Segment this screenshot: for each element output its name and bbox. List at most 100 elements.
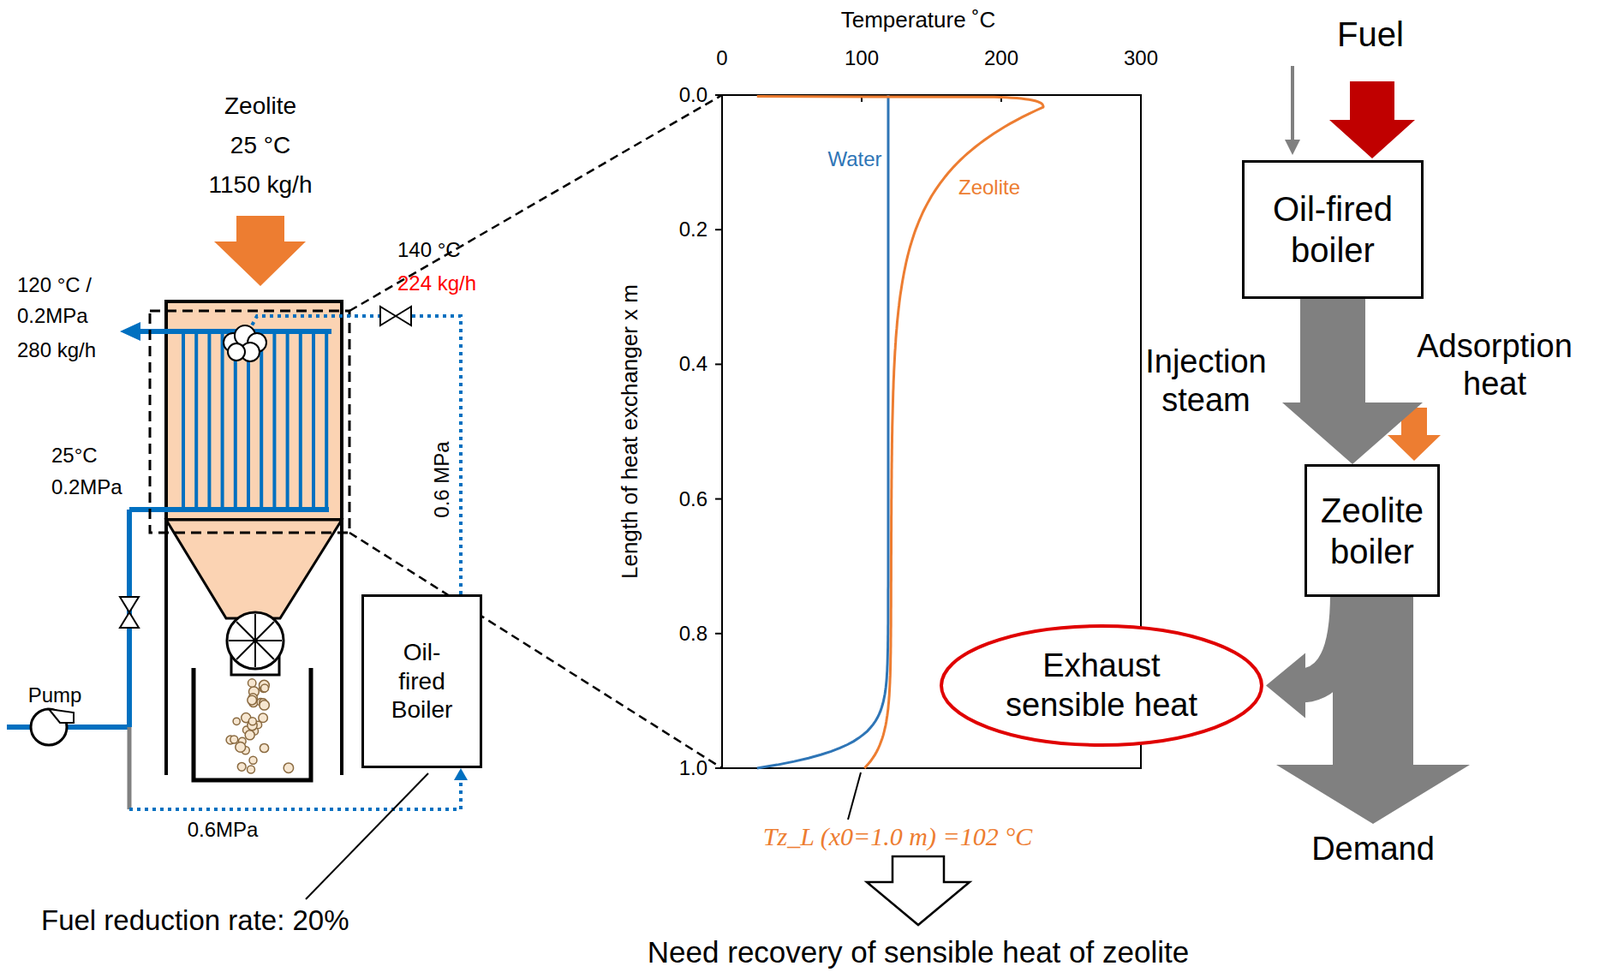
note: Fuel reduction rate: 20% bbox=[41, 904, 350, 938]
pellet bbox=[249, 756, 257, 765]
process-box: Oil-fired boiler bbox=[1241, 160, 1424, 299]
pellet bbox=[244, 730, 255, 741]
tube bbox=[286, 331, 290, 510]
water-pipe bbox=[66, 724, 130, 730]
pellet bbox=[247, 679, 256, 687]
pellet bbox=[247, 695, 257, 705]
zeolite-pellets bbox=[226, 679, 294, 774]
annotation: Tz_L (x0=1.0 m) =102 °C bbox=[763, 822, 1033, 853]
stream-label: 0.2MPa bbox=[17, 304, 89, 329]
rotary-valve bbox=[226, 612, 284, 669]
pellet bbox=[283, 763, 293, 773]
vane bbox=[236, 640, 256, 660]
vane bbox=[254, 640, 257, 668]
node-text: Zeolite boiler bbox=[1314, 489, 1430, 573]
tick bbox=[715, 498, 723, 501]
stream-label: 25°C bbox=[51, 443, 98, 468]
vane bbox=[236, 621, 256, 641]
pellet bbox=[259, 743, 269, 753]
pellet bbox=[261, 684, 269, 693]
stream-label: 0.2MPa bbox=[51, 475, 123, 500]
curve-label: Zeolite bbox=[958, 175, 1021, 200]
rotary-valve-vanes bbox=[228, 614, 282, 668]
pressure-label: 0.6 MPa bbox=[429, 441, 454, 518]
tube bbox=[207, 331, 211, 510]
pellet bbox=[237, 762, 246, 771]
steam-line bbox=[410, 316, 461, 595]
steam-line bbox=[250, 316, 382, 329]
flow-label: Demand bbox=[1311, 830, 1435, 869]
axis-tick-label: 0.4 bbox=[679, 352, 708, 377]
curve-label: Water bbox=[827, 147, 882, 172]
axis-title: Length of heat exchanger x m bbox=[617, 284, 644, 580]
tick bbox=[721, 95, 723, 102]
flow-label: Fuel bbox=[1337, 14, 1404, 54]
water-curve bbox=[757, 95, 889, 769]
vessel-body bbox=[166, 301, 342, 520]
boiler-box: Oil-fired Boiler bbox=[361, 594, 483, 769]
tick bbox=[715, 228, 723, 231]
flow-arrowhead bbox=[1265, 653, 1306, 719]
pellet bbox=[247, 765, 256, 774]
flow-label: Adsorption heat bbox=[1393, 328, 1596, 403]
flow-arrow-body bbox=[1282, 298, 1423, 465]
water-pipe bbox=[6, 724, 31, 730]
conclusion-note: Need recovery of sensible heat of zeolit… bbox=[647, 935, 1189, 970]
zoom-line bbox=[349, 95, 723, 311]
axis-tick-label: 200 bbox=[984, 46, 1019, 71]
text-wrap: Oil-fired Boiler bbox=[382, 638, 462, 725]
minor-fuel-arrow bbox=[1290, 65, 1295, 142]
tube bbox=[259, 331, 263, 510]
flow-arrow-body bbox=[1300, 593, 1348, 687]
axis-tick-label: 300 bbox=[1123, 46, 1159, 71]
leader-line bbox=[305, 773, 429, 900]
support-leg bbox=[164, 519, 168, 776]
vane bbox=[255, 621, 275, 641]
flow-arrow bbox=[1265, 593, 1348, 719]
tube bbox=[181, 331, 186, 510]
tube bbox=[272, 331, 276, 510]
ellipse-outline bbox=[938, 623, 1265, 748]
axis-tick-label: 0.0 bbox=[679, 83, 708, 108]
bypass-pipe bbox=[127, 727, 132, 810]
stream-label: 120 °C / bbox=[17, 273, 92, 298]
stream-label: 1150 kg/h bbox=[208, 171, 313, 199]
pump-outlet bbox=[48, 709, 74, 723]
edge-label: Injection steam bbox=[1120, 342, 1292, 421]
hollow-down-arrow bbox=[866, 856, 970, 926]
axis-tick-label: 0.6 bbox=[679, 487, 708, 512]
tube bbox=[324, 331, 329, 510]
collection-bucket bbox=[193, 668, 311, 781]
pressure-label: 0.6MPa bbox=[187, 817, 259, 842]
heat-exchanger-tubes bbox=[183, 331, 327, 510]
heat-exchanger-frame bbox=[149, 310, 350, 533]
loss-ellipse: Exhaust sensible heat bbox=[938, 623, 1265, 748]
axis-tick-label: 0 bbox=[716, 46, 728, 71]
stream-label: 140 °C bbox=[397, 238, 461, 263]
leader-line bbox=[847, 772, 861, 820]
pellet bbox=[232, 717, 240, 725]
outlet-arrowhead bbox=[119, 322, 141, 341]
axis-tick-label: 0.2 bbox=[679, 217, 708, 242]
text-wrap: Exhaust sensible heat bbox=[989, 646, 1214, 725]
valve-symbol bbox=[380, 306, 412, 326]
component-label: Pump bbox=[28, 683, 83, 708]
support-leg bbox=[340, 519, 344, 776]
axis-tick-label: 1.0 bbox=[679, 756, 708, 781]
tick bbox=[715, 94, 723, 96]
vane bbox=[228, 639, 256, 642]
tube bbox=[298, 331, 303, 510]
steam-cloud bbox=[223, 325, 267, 362]
process-box: Zeolite boiler bbox=[1304, 464, 1440, 598]
fuel-arrow bbox=[1329, 81, 1415, 159]
tick bbox=[715, 632, 723, 635]
zoom-line bbox=[349, 532, 723, 769]
pellet bbox=[258, 713, 269, 723]
valve-symbol bbox=[119, 597, 139, 628]
tube bbox=[194, 331, 198, 510]
tick bbox=[715, 767, 723, 770]
tick bbox=[715, 363, 723, 365]
node-text: Exhaust sensible heat bbox=[989, 646, 1214, 725]
pellet bbox=[259, 700, 269, 711]
stream-label: 25 °C bbox=[230, 131, 291, 160]
